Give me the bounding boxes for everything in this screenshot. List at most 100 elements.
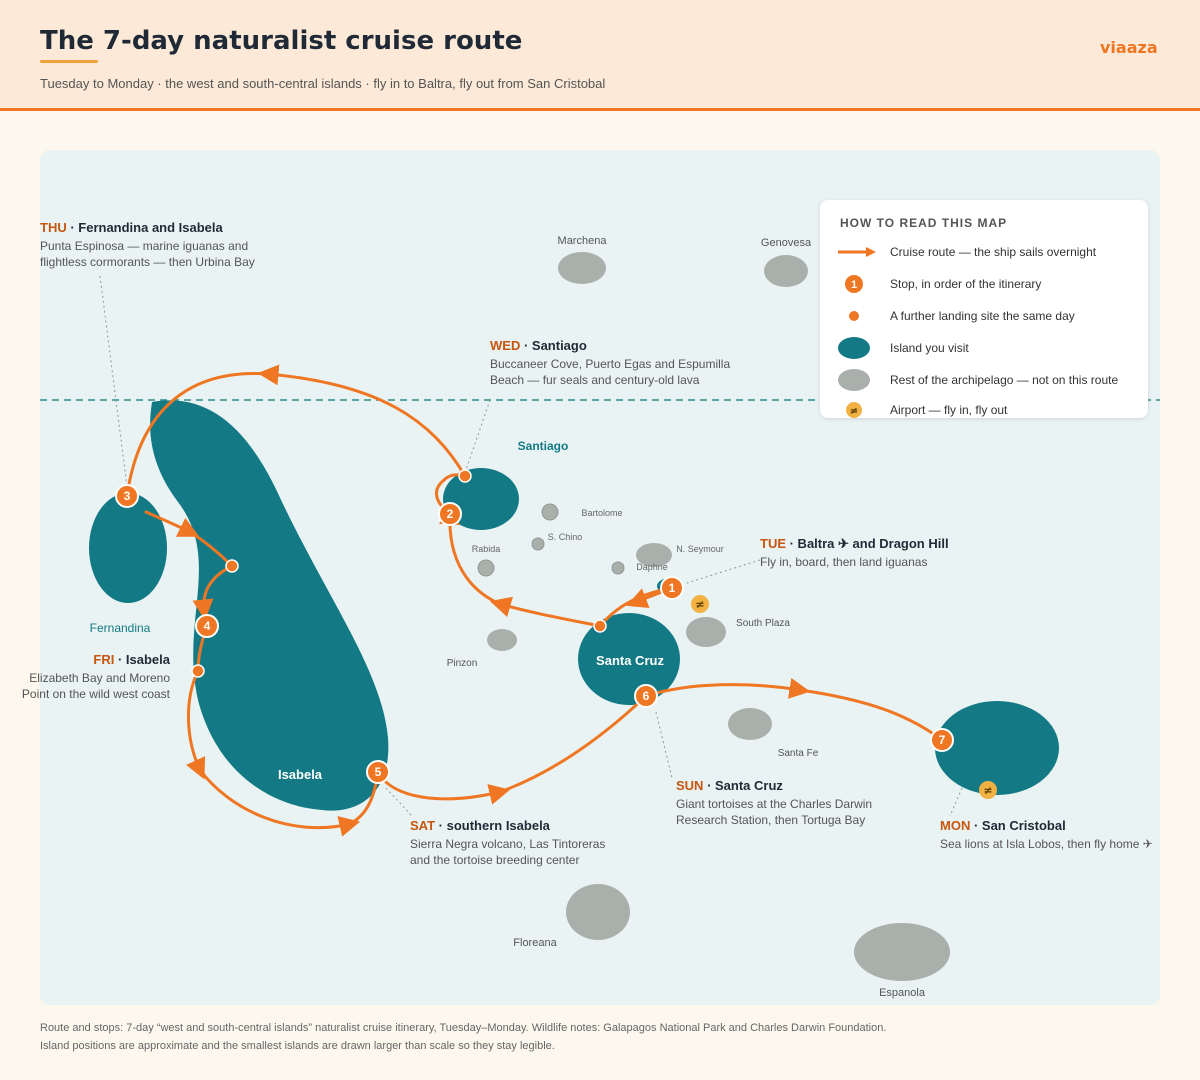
landing-dot-icon — [849, 311, 859, 321]
legend-row-route: Cruise route — the ship sails overnight — [820, 240, 1148, 264]
legend-label-other: Rest of the archipelago — not on this ro… — [890, 373, 1119, 387]
legend-label-airport: Airport — fly in, fly out — [890, 403, 1008, 417]
stop-heading: MON · San Cristobal — [940, 818, 1066, 833]
stop-number: 5 — [375, 765, 382, 779]
stop-description: Research Station, then Tortuga Bay — [676, 813, 865, 827]
other-island-icon — [838, 369, 870, 391]
island-south-plaza — [686, 617, 726, 647]
route-leg-to-7 — [798, 688, 944, 742]
stop-number-icon: 1 — [845, 275, 863, 293]
legend-row-other: Rest of the archipelago — not on this ro… — [820, 368, 1148, 392]
stop-description: Sea lions at Isla Lobos, then fly home ✈ — [940, 837, 1153, 851]
stop-marker-7: 7 — [930, 728, 954, 752]
island-isabela — [150, 400, 389, 811]
label-bartolome: Bartolome — [581, 508, 622, 518]
stop-place: · Isabela — [114, 652, 170, 667]
stop-marker-3: 3 — [115, 484, 139, 508]
landing-sites — [191, 469, 607, 678]
stop-marker-5: 5 — [366, 760, 390, 784]
island-fernandina — [89, 493, 167, 603]
title-underline — [40, 60, 98, 63]
visited-island-icon — [838, 337, 870, 359]
stop-description: flightless cormorants — then Urbina Bay — [40, 255, 255, 269]
stop-number: 2 — [447, 507, 454, 521]
label-santa-fe: Santa Fe — [778, 748, 819, 759]
stop-place: · southern Isabela — [435, 818, 551, 833]
route-leg-to-6 — [498, 694, 648, 794]
page-header: The 7-day naturalist cruise route Tuesda… — [0, 0, 1200, 111]
stop-place: · Baltra ✈ and Dragon Hill — [786, 536, 949, 551]
stop-heading: WED · Santiago — [490, 338, 587, 353]
airport-icon: ≠ — [691, 595, 709, 613]
footer-line-2: Island positions are approximate and the… — [40, 1040, 555, 1052]
svg-text:≠: ≠ — [983, 784, 992, 797]
brand-logo[interactable]: viaaza — [1100, 38, 1158, 57]
route-leg-6-east-arrow — [644, 677, 811, 699]
footer-line-1: Route and stops: 7-day “west and south-c… — [40, 1022, 887, 1034]
route-leg-to-santiago — [439, 503, 502, 606]
stop-day: MON — [940, 818, 970, 833]
stop-heading: SUN · Santa Cruz — [676, 778, 783, 793]
legend-label-route: Cruise route — the ship sails overnight — [890, 245, 1097, 259]
label-santa-cruz: Santa Cruz — [596, 653, 664, 668]
airport-icon: ≠ — [979, 781, 997, 799]
stop-place: · Fernandina and Isabela — [67, 220, 224, 235]
label-rabida: Rabida — [472, 544, 501, 554]
source-footer: Route and stops: 7-day “west and south-c… — [40, 1019, 1160, 1055]
island-genovesa — [764, 255, 808, 287]
island-n-seymour — [636, 543, 672, 567]
stop-marker-circle — [634, 684, 658, 708]
stop-marker-circle — [930, 728, 954, 752]
stop-description: Giant tortoises at the Charles Darwin — [676, 797, 872, 811]
island-santa-cruz — [578, 613, 680, 705]
route-leg-east-arrow — [144, 510, 200, 537]
stop-marker-4: 4 — [195, 614, 219, 638]
airports: ≠ ≠ — [691, 595, 997, 799]
stop-heading: THU · Fernandina and Isabela — [40, 220, 224, 235]
stop-marker-6: 6 — [634, 684, 658, 708]
route-leg-west-coast — [186, 669, 206, 780]
stop-description: Elizabeth Bay and Moreno — [29, 671, 170, 685]
legend-label-stop: Stop, in order of the itinerary — [890, 277, 1042, 291]
page-title: The 7-day naturalist cruise route — [40, 26, 523, 56]
stop-number: 3 — [124, 489, 131, 503]
stop-description: Beach — fur seals and century-old lava — [490, 373, 700, 387]
stop-marker-circle — [195, 614, 219, 638]
stop-place: · Santa Cruz — [703, 778, 783, 793]
island-daphne — [611, 561, 625, 575]
stop-day: THU — [40, 220, 67, 235]
other-islands — [477, 252, 950, 981]
stop-heading: FRI · Isabela — [93, 652, 170, 667]
label-isabela: Isabela — [278, 767, 323, 782]
island-san-cristobal — [935, 701, 1059, 795]
legend-row-visited: Island you visit — [820, 336, 1148, 360]
island-bartolome — [541, 503, 559, 521]
label-pinzon: Pinzon — [447, 658, 478, 669]
stop-day: TUE — [760, 536, 786, 551]
island-santa-fe — [728, 708, 772, 740]
stop-marker-circle — [366, 760, 390, 784]
label-marchena: Marchena — [558, 235, 608, 247]
label-fernandina: Fernandina — [90, 621, 151, 635]
label-s-chino: S. Chino — [548, 532, 583, 542]
map-legend: HOW TO READ THIS MAP Cruise route — the … — [820, 200, 1148, 418]
legend-label-landing: A further landing site the same day — [890, 309, 1075, 323]
route-arrow-icon — [838, 247, 876, 257]
svg-text:≠: ≠ — [695, 598, 704, 611]
stop-heading: SAT · southern Isabela — [410, 818, 551, 833]
legend-title: HOW TO READ THIS MAP — [840, 216, 1008, 230]
stop-marker-circle — [115, 484, 139, 508]
stop-heading: TUE · Baltra ✈ and Dragon Hill — [760, 536, 949, 551]
stop-description: Point on the wild west coast — [22, 687, 171, 701]
island-rabida — [477, 559, 495, 577]
legend-row-landing: A further landing site the same day — [820, 304, 1148, 328]
route-leg-north — [257, 364, 467, 478]
island-marchena — [558, 252, 606, 284]
stop-marker-circle — [660, 576, 684, 600]
